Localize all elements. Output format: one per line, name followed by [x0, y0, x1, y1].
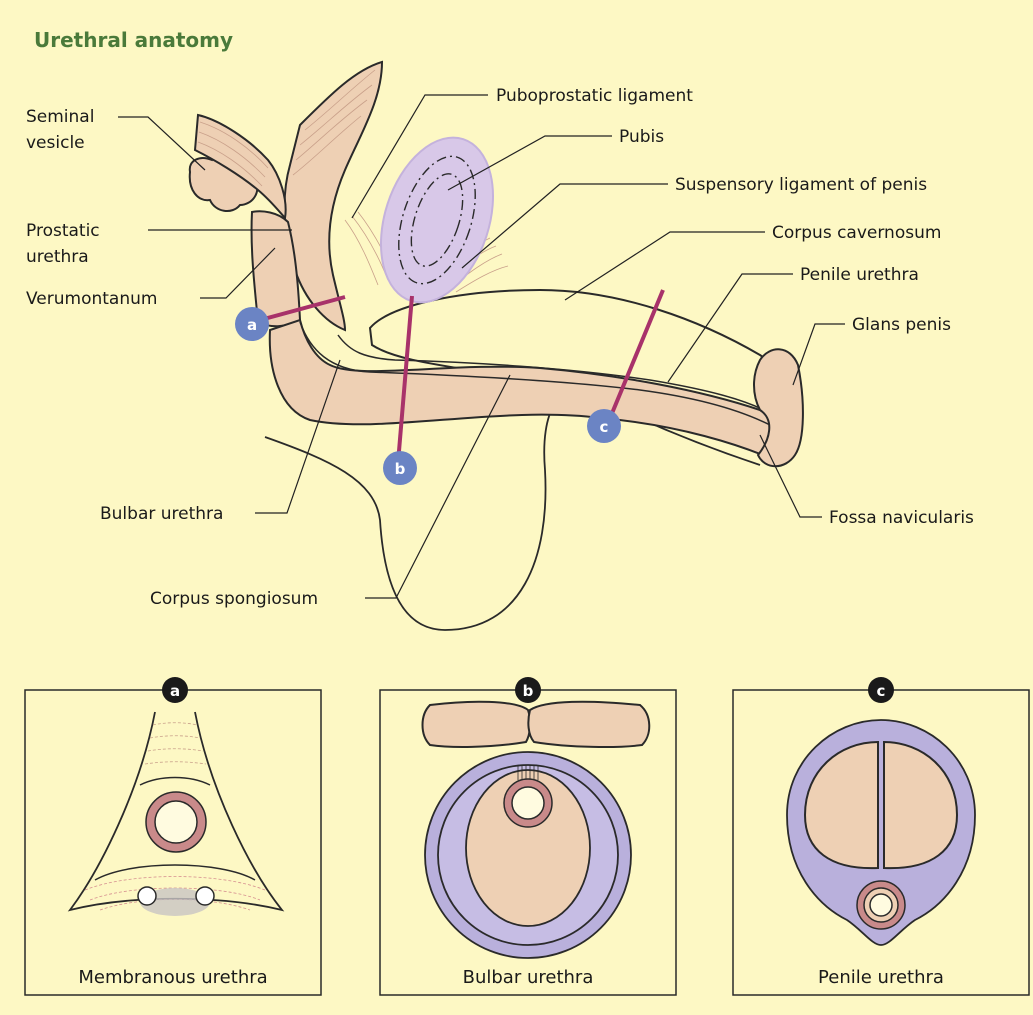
label-prostatic-urethra-2: urethra	[26, 247, 89, 267]
panel-a-caption: Membranous urethra	[78, 967, 267, 988]
panel-b-urethra-lumen	[512, 787, 544, 819]
svg-text:b: b	[395, 460, 406, 478]
label-seminal-vesicle-1: Seminal	[26, 107, 94, 127]
panel-b-cavernosum-left	[423, 702, 531, 747]
figure-title: Urethral anatomy	[34, 28, 233, 52]
glans-penis-shape	[754, 349, 803, 466]
panel-b-badge: b	[523, 682, 534, 700]
panel-c: c Penile urethra	[733, 677, 1029, 995]
svg-text:a: a	[247, 316, 257, 334]
panel-b-caption: Bulbar urethra	[463, 967, 594, 988]
panel-a: a Membranous urethra	[25, 677, 321, 995]
panel-a-gland-left	[138, 887, 156, 905]
panel-a-badge: a	[170, 682, 180, 700]
label-pubis: Pubis	[619, 127, 664, 147]
panel-c-badge: c	[877, 682, 886, 700]
label-seminal-vesicle-2: vesicle	[26, 133, 85, 153]
section-marker-a: a	[235, 307, 269, 341]
svg-text:c: c	[600, 418, 609, 436]
section-marker-c: c	[587, 409, 621, 443]
label-corpus-cavernosum: Corpus cavernosum	[772, 223, 941, 243]
panel-a-urethra-lumen	[155, 801, 197, 843]
leader-corpus-cavernosum	[565, 232, 765, 300]
bladder-neck-tissue	[285, 62, 382, 330]
label-fossa-navicularis: Fossa navicularis	[829, 508, 974, 528]
panel-c-urethra-lumen	[870, 894, 892, 916]
panel-c-caption: Penile urethra	[818, 967, 944, 988]
pubis-shape	[361, 123, 512, 317]
section-marker-b: b	[383, 451, 417, 485]
label-bulbar-urethra: Bulbar urethra	[100, 504, 223, 524]
panel-b-cavernosum-right	[528, 702, 649, 747]
label-verumontanum: Verumontanum	[26, 289, 157, 309]
label-suspensory-ligament: Suspensory ligament of penis	[675, 175, 927, 195]
panel-b: b Bulbar urethra	[380, 677, 676, 995]
label-prostatic-urethra-1: Prostatic	[26, 221, 100, 241]
sagittal-illustration: a b c Seminal vesicle Prostatic urethra …	[26, 62, 974, 630]
label-glans-penis: Glans penis	[852, 315, 951, 335]
panel-a-gland-right	[196, 887, 214, 905]
label-puboprostatic-ligament: Puboprostatic ligament	[496, 86, 693, 106]
label-penile-urethra: Penile urethra	[800, 265, 919, 285]
label-corpus-spongiosum: Corpus spongiosum	[150, 589, 318, 609]
